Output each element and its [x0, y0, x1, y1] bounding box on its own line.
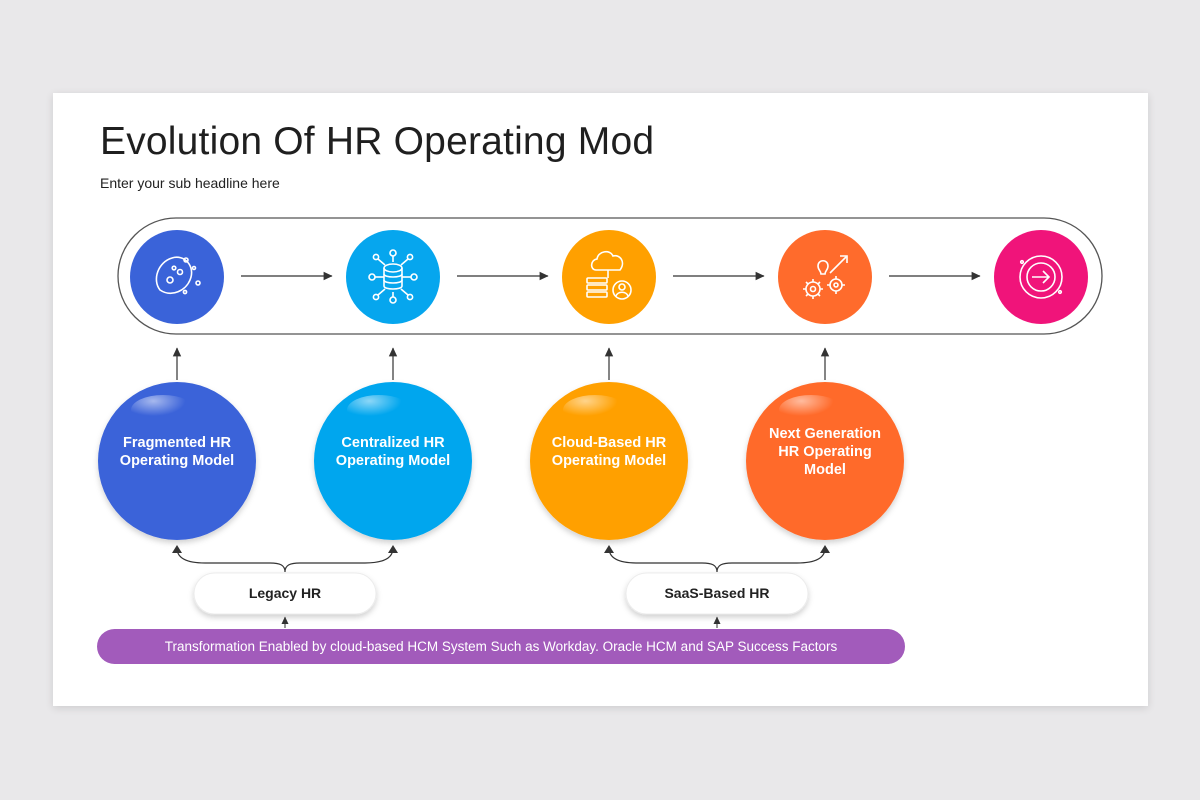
stage-circle-4: [746, 382, 904, 540]
stage-icon-circle-3: [562, 230, 656, 324]
timeline-track: [117, 217, 1103, 335]
legacy-hr-label: Legacy HR: [248, 585, 322, 601]
bacteria-icon: [155, 256, 201, 295]
page-title: Evolution Of HR Operating Mod: [100, 120, 655, 163]
legacy-brace: [176, 547, 394, 573]
database-network-icon: [368, 249, 418, 304]
stage-label-1: Fragmented HR Operating Model: [119, 435, 235, 469]
page-subtitle: Enter your sub headline here: [100, 175, 280, 191]
stage-label-2: Centralized HR Operating Model: [335, 435, 451, 469]
arrow-circle-icon: [1019, 255, 1063, 299]
saas-hr-label: SaaS-Based HR: [664, 585, 770, 601]
stage-circle-3: [530, 382, 688, 540]
stage-icon-circle-1: [130, 230, 224, 324]
gears-growth-icon: [803, 255, 848, 299]
stage-label-3: Cloud-Based HR Operating Model: [551, 435, 667, 469]
saas-brace: [608, 547, 826, 573]
stage-label-4: Next Generation HR Operating Model: [769, 426, 881, 478]
stage-circle-2: [314, 382, 472, 540]
stage-circle-1: [98, 382, 256, 540]
banner-text: Transformation Enabled by cloud-based HC…: [164, 639, 838, 654]
legacy-pill: [193, 572, 377, 615]
stage-icon-circle-4: [778, 230, 872, 324]
saas-pill: [625, 572, 809, 615]
cloud-server-user-icon: [586, 250, 632, 300]
transformation-banner: [97, 629, 905, 664]
